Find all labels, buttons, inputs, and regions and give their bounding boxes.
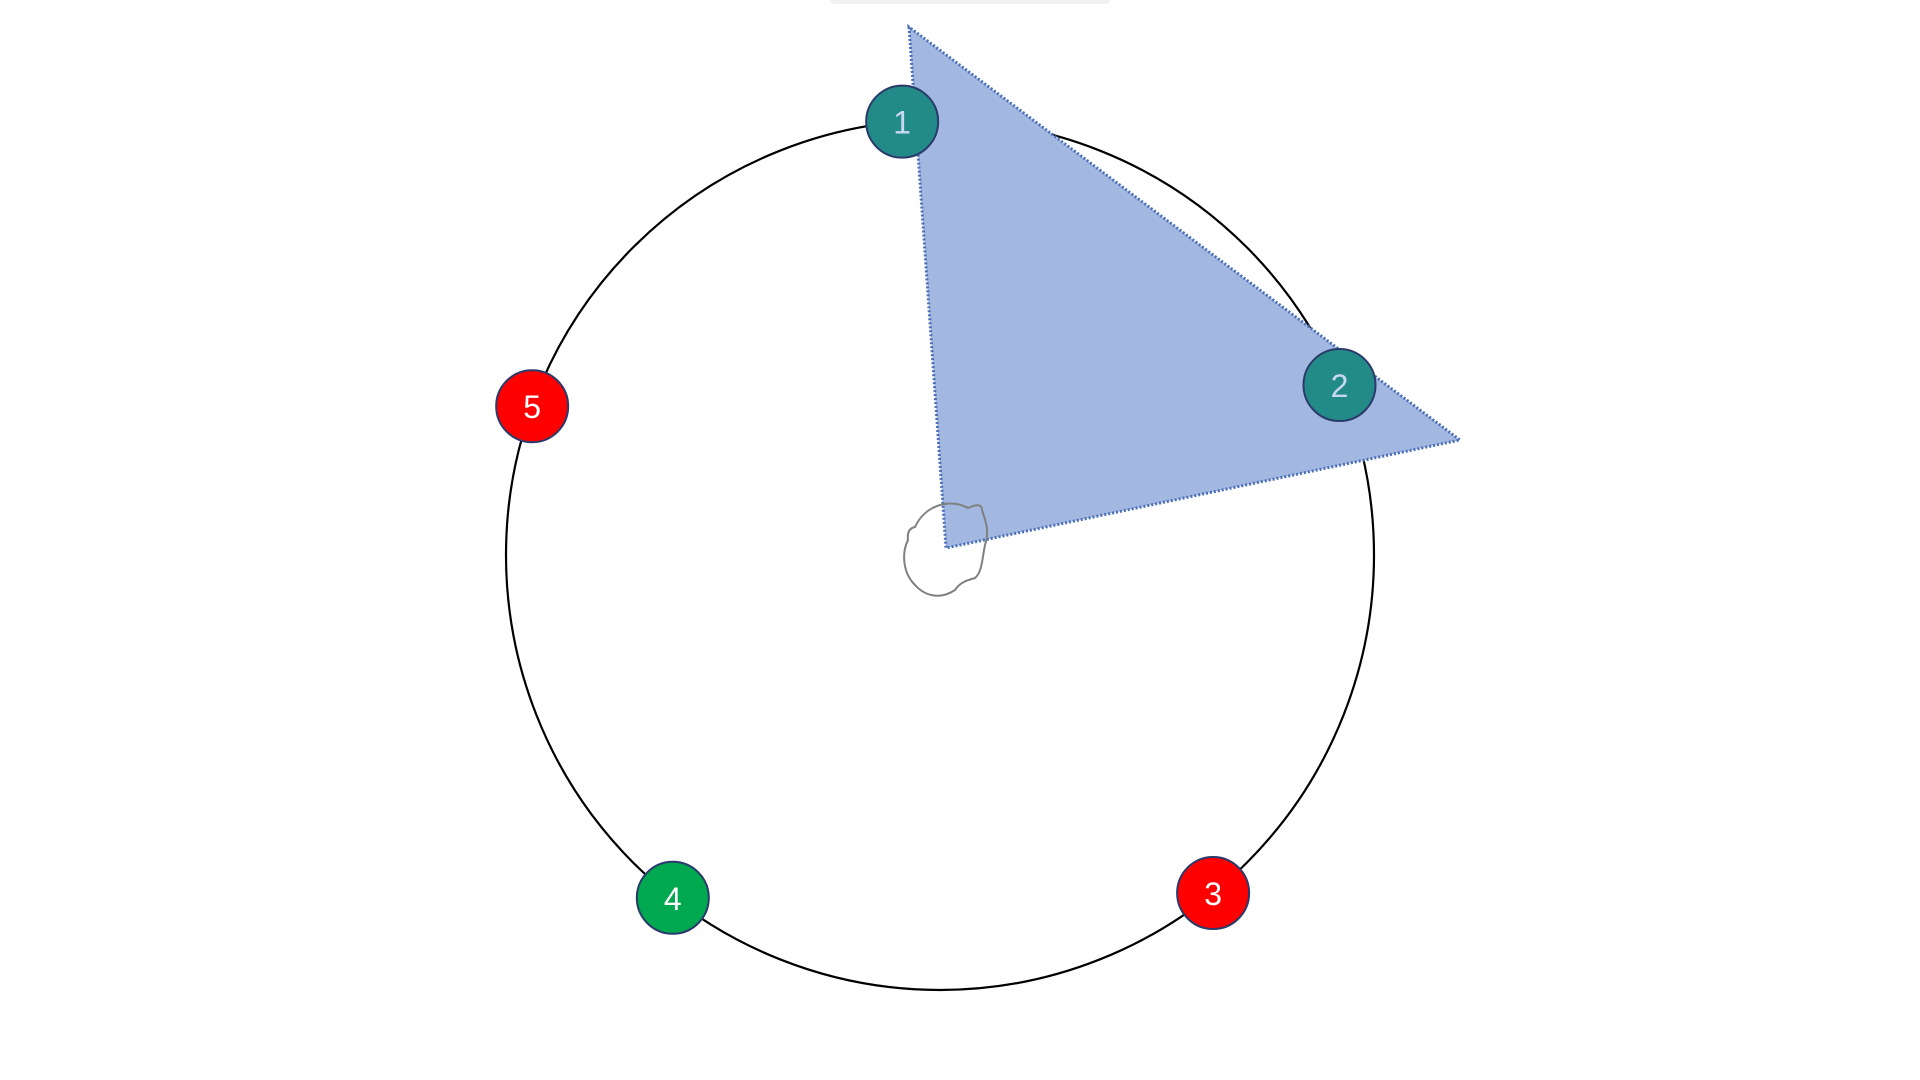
ring-node-circle-5[interactable] <box>495 369 570 444</box>
ring-node-5[interactable]: 5 <box>495 369 570 444</box>
ring-node-3[interactable]: 3 <box>1176 856 1251 931</box>
ring-node-1[interactable]: 1 <box>865 84 940 159</box>
ring-node-circle-1[interactable] <box>865 84 940 159</box>
node-group: 1 2 3 4 5 <box>495 84 1377 935</box>
ring-node-label-2: 2 <box>1331 368 1349 404</box>
ring-node-2[interactable]: 2 <box>1302 348 1377 423</box>
ring-node-label-5: 5 <box>523 389 541 425</box>
ring-node-circle-2[interactable] <box>1302 348 1377 423</box>
ring-node-label-4: 4 <box>664 881 682 917</box>
ring-node-label-1: 1 <box>893 105 911 141</box>
ring-node-circle-3[interactable] <box>1176 856 1251 931</box>
sector-wedge[interactable] <box>907 23 1464 550</box>
ring-node-4[interactable]: 4 <box>635 860 710 935</box>
center-blob-handle[interactable] <box>903 502 989 597</box>
top-tab-edge <box>830 0 1110 4</box>
ring-node-label-3: 3 <box>1204 876 1222 912</box>
ring-node-circle-4[interactable] <box>635 860 710 935</box>
